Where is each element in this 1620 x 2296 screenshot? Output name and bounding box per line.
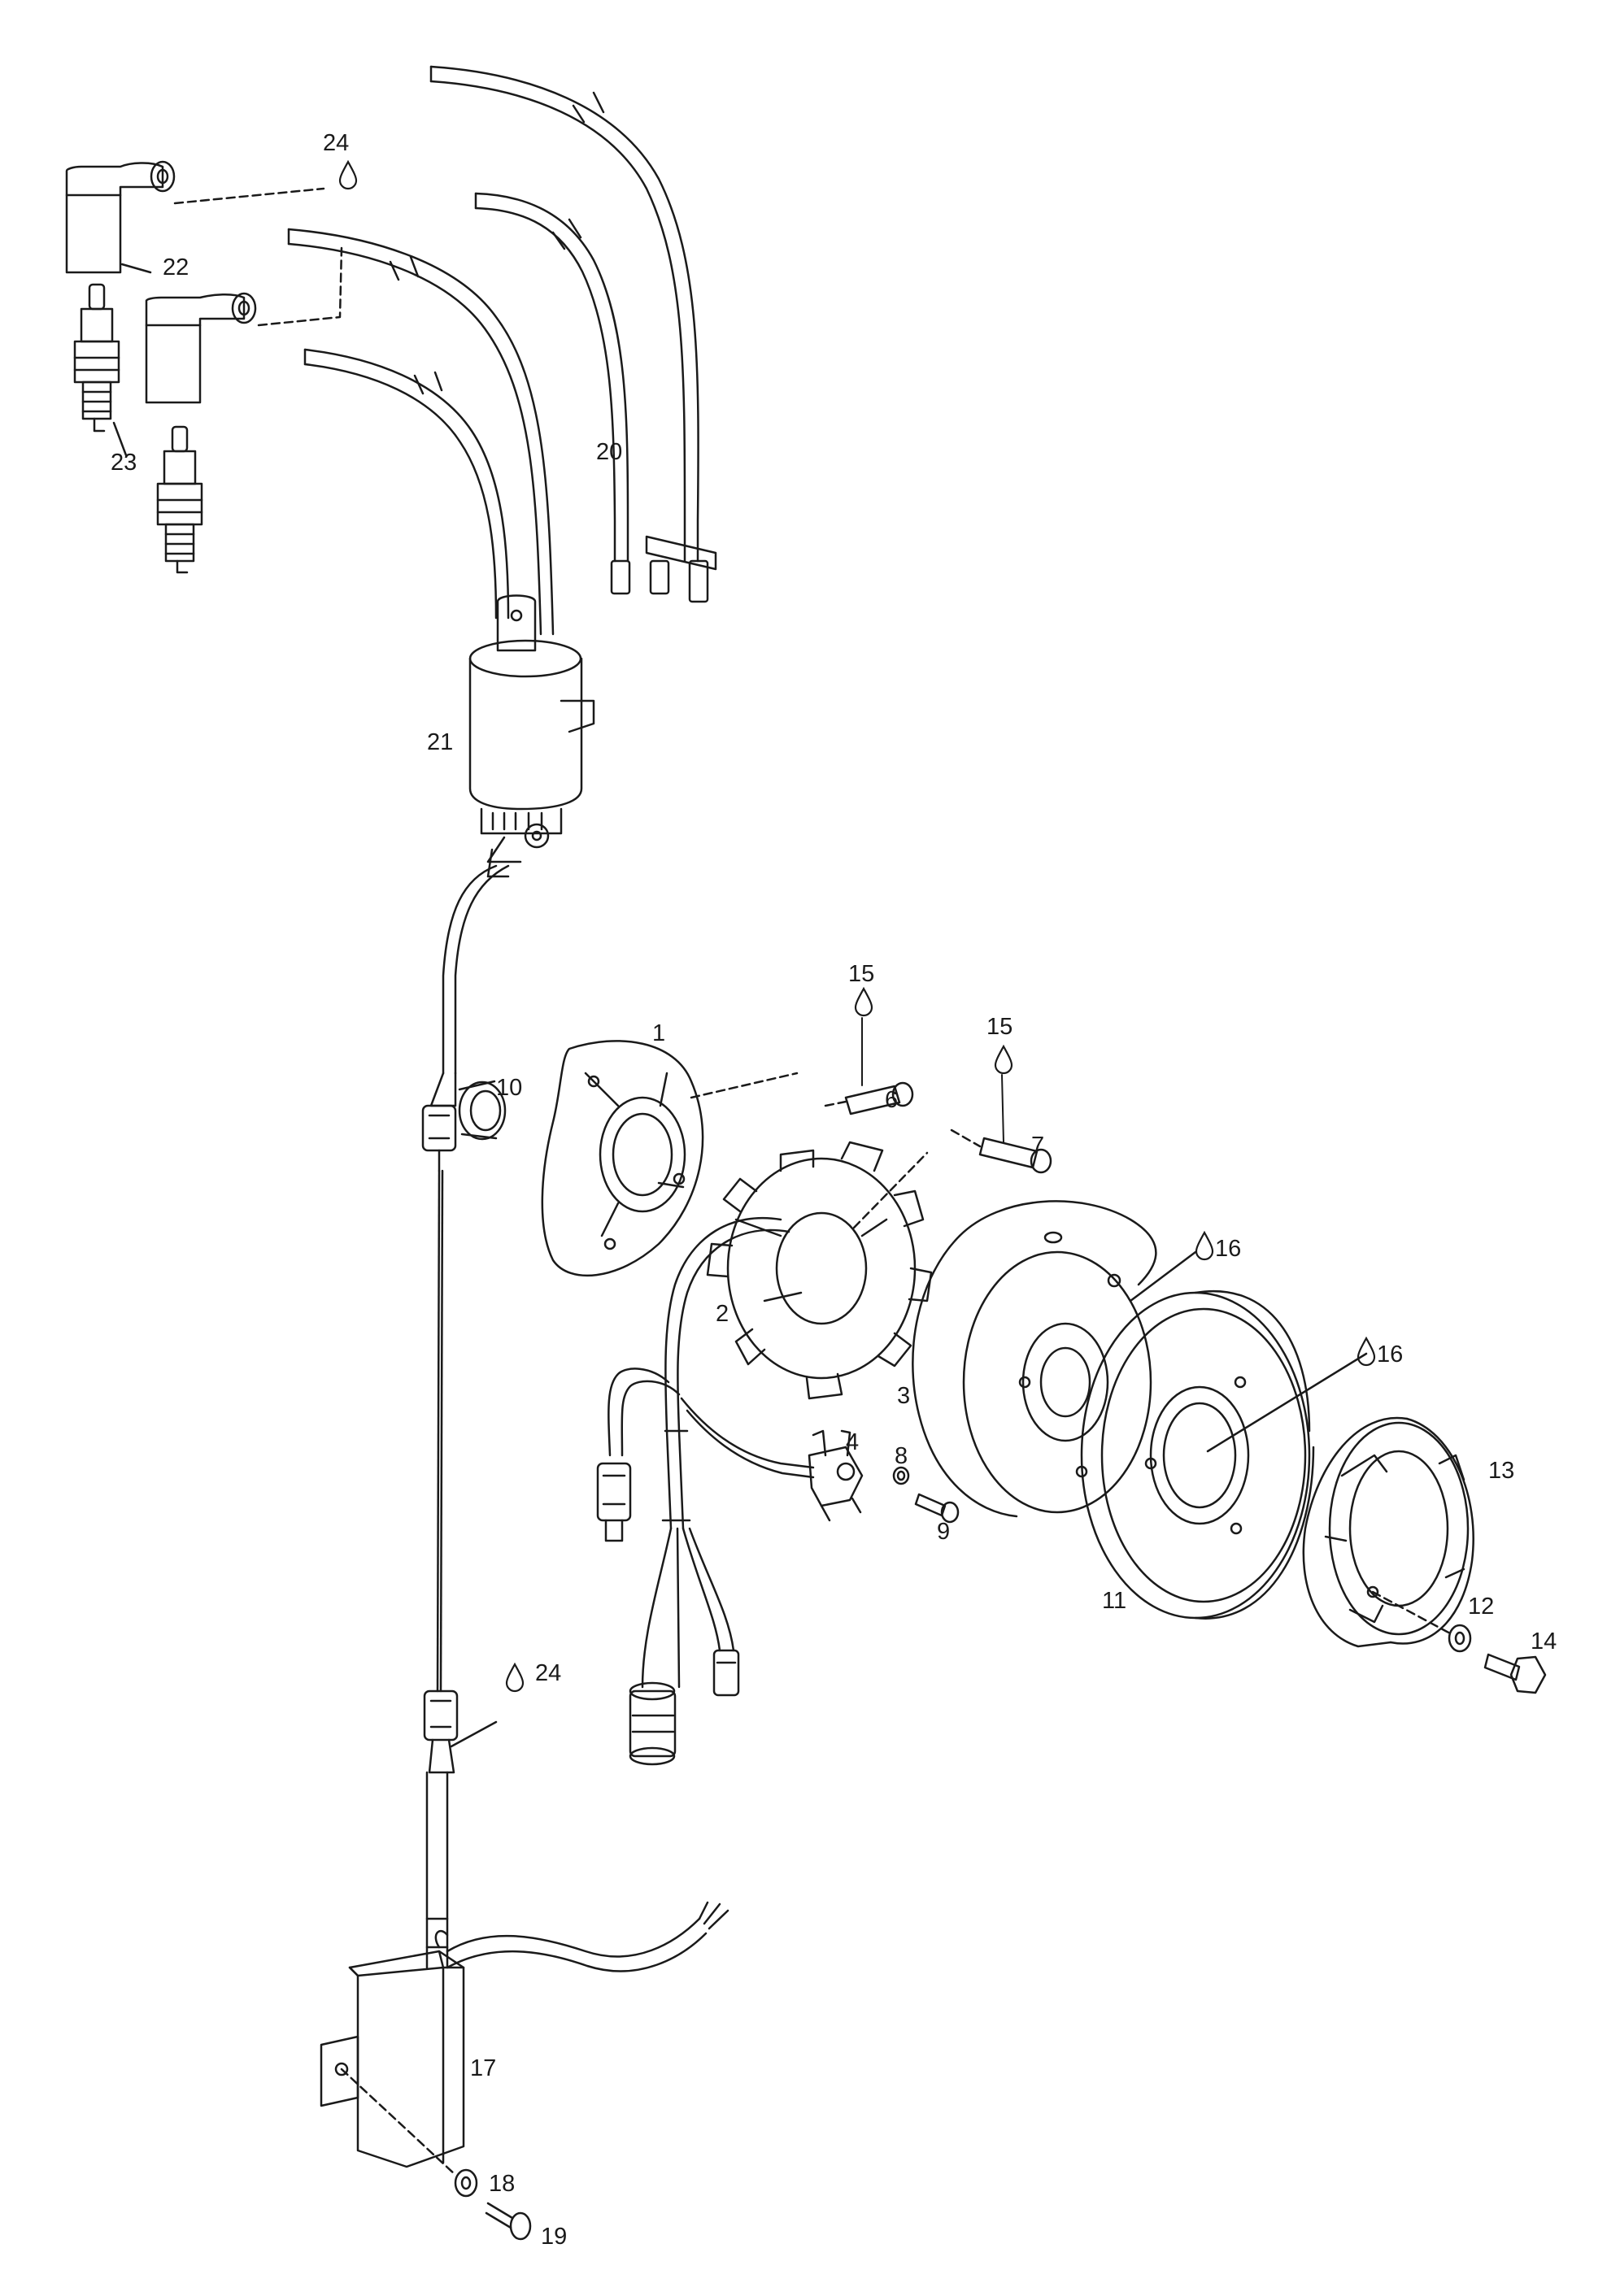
callout-18: 18 — [489, 2171, 515, 2197]
screw-7 — [978, 1137, 1052, 1174]
trigger-coil — [808, 1429, 864, 1522]
callout-7: 7 — [1031, 1133, 1044, 1159]
callout-4: 4 — [846, 1429, 859, 1455]
callout-24a: 24 — [323, 130, 349, 156]
callout-labels: 24 22 20 23 21 15 15 1 10 6 7 16 2 16 3 … — [111, 130, 1557, 2250]
callout-11: 11 — [1102, 1588, 1126, 1614]
flywheel-rotor — [912, 1200, 1157, 1518]
spark-plug-cap-upper — [65, 160, 176, 274]
stator — [706, 1141, 933, 1400]
drop-icon — [338, 160, 358, 190]
spark-plug-cap-lower — [145, 292, 257, 404]
drop-icon — [994, 1045, 1013, 1075]
callout-15b: 15 — [986, 1014, 1012, 1040]
callout-24b: 24 — [535, 1660, 561, 1686]
callout-17: 17 — [470, 2055, 496, 2081]
callout-20: 20 — [596, 439, 622, 465]
ring-gear — [1080, 1290, 1315, 1620]
callout-16b: 16 — [1377, 1342, 1403, 1368]
washer-13 — [1448, 1624, 1472, 1653]
starter-cup — [1302, 1416, 1474, 1648]
cdi-module — [320, 1929, 465, 2168]
drop-icon — [854, 987, 873, 1017]
drop-icon — [1357, 1337, 1376, 1367]
callout-9: 9 — [937, 1519, 950, 1545]
ignition-coil — [468, 594, 595, 863]
callout-23: 23 — [111, 450, 137, 476]
drop-icon — [1195, 1231, 1214, 1261]
stator-harness — [596, 1216, 815, 1766]
callout-22: 22 — [163, 254, 189, 280]
bolt-9 — [914, 1493, 960, 1524]
callout-8: 8 — [895, 1443, 908, 1469]
ignition-wires — [287, 65, 717, 636]
stator-plate — [541, 1040, 704, 1277]
screw-6 — [844, 1081, 914, 1115]
callout-21: 21 — [427, 729, 453, 755]
drop-icons — [338, 160, 1376, 1693]
spark-plug-upper — [73, 283, 120, 433]
spark-plug-lower — [156, 425, 203, 574]
bolt-14 — [1483, 1653, 1547, 1694]
callout-14: 14 — [1531, 1629, 1557, 1655]
washer-8 — [892, 1466, 910, 1485]
bolt-19 — [485, 2202, 532, 2241]
callout-10: 10 — [496, 1075, 522, 1101]
callout-6: 6 — [885, 1087, 898, 1113]
grommet-10 — [458, 1080, 507, 1141]
callout-12: 13 — [1488, 1458, 1514, 1484]
callout-15a: 15 — [848, 961, 874, 987]
callout-2: 2 — [716, 1301, 729, 1327]
callout-13: 12 — [1468, 1594, 1494, 1620]
callout-3: 3 — [897, 1383, 910, 1409]
callout-1: 1 — [652, 1020, 665, 1046]
washer-18 — [454, 2168, 478, 2198]
ignition-harness — [421, 848, 729, 1972]
drop-icon — [505, 1663, 525, 1693]
callout-16a: 16 — [1215, 1236, 1241, 1262]
callout-19: 19 — [541, 2224, 567, 2250]
